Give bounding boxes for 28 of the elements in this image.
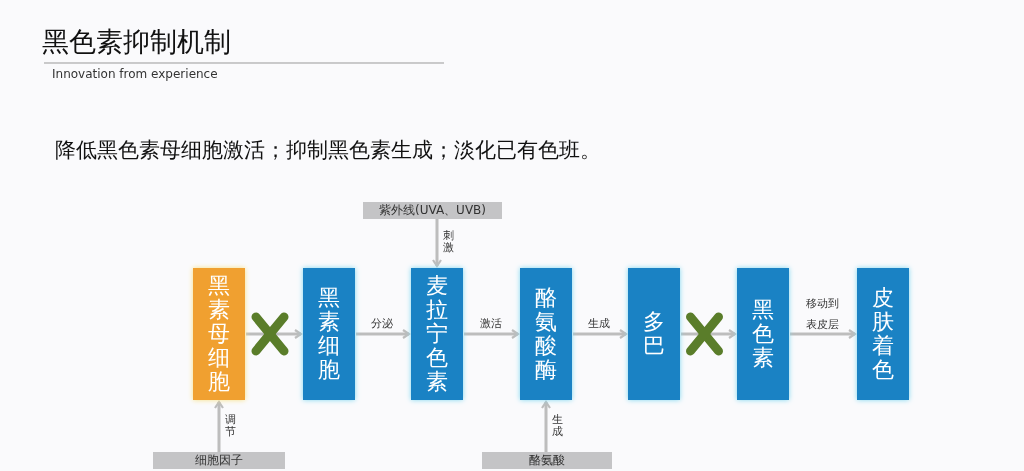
arrow — [540, 400, 552, 452]
arrow — [790, 328, 857, 340]
process-box: 酪氨酸酶 — [520, 268, 572, 400]
input-bar: 酪氨酸 — [482, 452, 612, 469]
edge-label: 生成 — [552, 414, 563, 439]
edge-label: 生成 — [587, 316, 612, 332]
edge-label: 分泌 — [370, 316, 395, 332]
arrow — [213, 400, 225, 452]
process-box: 黑素细胞 — [303, 268, 355, 400]
edge-label: 移动到表皮层 — [805, 296, 840, 333]
edge-label: 调节 — [225, 414, 236, 439]
edge-label: 激活 — [478, 316, 503, 332]
arrow — [431, 219, 443, 268]
arrow — [246, 328, 303, 340]
process-box: 皮肤着色 — [857, 268, 909, 400]
process-box: 黑色素 — [737, 268, 789, 400]
input-bar: 紫外线(UVA、UVB) — [363, 202, 502, 219]
process-box: 黑素母细胞 — [193, 268, 245, 400]
arrow — [573, 328, 628, 340]
arrow — [464, 328, 520, 340]
edge-label: 刺激 — [443, 229, 454, 254]
summary-text: 降低黑色素母细胞激活；抑制黑色素生成；淡化已有色班。 — [55, 137, 601, 164]
process-box: 麦拉宁色素 — [411, 268, 463, 400]
arrow — [356, 328, 411, 340]
process-box: 多巴 — [628, 268, 680, 400]
input-bar: 细胞因子 — [153, 452, 285, 469]
title: 黑色素抑制机制 — [42, 25, 231, 59]
subtitle: Innovation from experience — [52, 67, 218, 81]
